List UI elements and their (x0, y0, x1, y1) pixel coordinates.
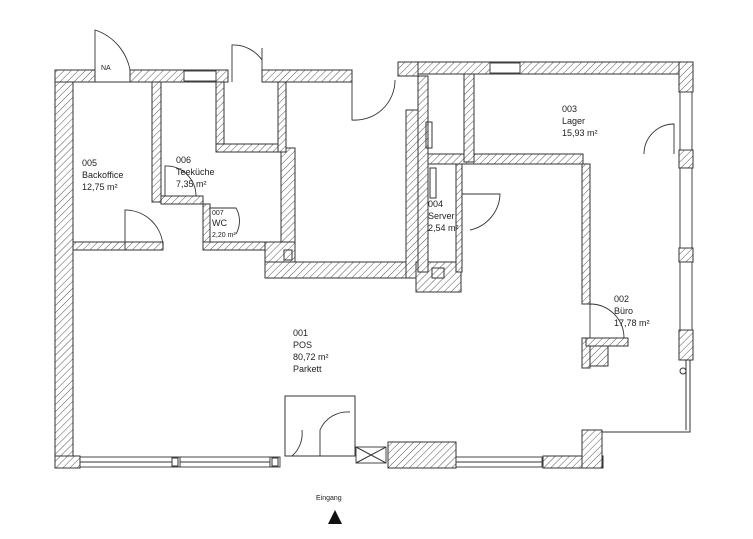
right-boundary-line (602, 360, 691, 433)
svg-text:001: 001 (293, 328, 308, 338)
room-label-007: 007 WC 2,20 m² (212, 210, 236, 239)
svg-text:Backoffice: Backoffice (82, 170, 123, 180)
entrance-arrow-icon (328, 510, 342, 524)
svg-text:Büro: Büro (614, 306, 633, 316)
room-label-002: 002 Büro 17,78 m² (614, 294, 650, 328)
svg-text:2,54 m²: 2,54 m² (428, 223, 459, 233)
fixtures (171, 121, 687, 467)
svg-text:006: 006 (176, 155, 191, 165)
svg-text:004: 004 (428, 199, 443, 209)
entrance-label: Eingang (316, 495, 342, 502)
svg-text:7,35 m²: 7,35 m² (176, 179, 207, 189)
svg-text:15,93 m²: 15,93 m² (562, 128, 598, 138)
svg-text:2,20 m²: 2,20 m² (212, 232, 236, 239)
svg-text:WC: WC (212, 218, 227, 228)
room-label-001: 001 POS 80,72 m² Parkett (293, 328, 329, 374)
svg-text:Parkett: Parkett (293, 364, 322, 374)
svg-text:003: 003 (562, 104, 577, 114)
svg-text:005: 005 (82, 158, 97, 168)
windows (79, 62, 693, 468)
na-label: NA (101, 65, 111, 72)
svg-text:POS: POS (293, 340, 312, 350)
svg-text:Server: Server (428, 211, 455, 221)
svg-text:12,75 m²: 12,75 m² (82, 182, 118, 192)
interior-walls (72, 73, 629, 369)
room-label-006: 006 Teeküche 7,35 m² (176, 155, 215, 189)
svg-text:80,72 m²: 80,72 m² (293, 352, 329, 362)
doors (94, 29, 675, 457)
room-label-003: 003 Lager 15,93 m² (562, 104, 598, 138)
outer-walls (54, 61, 694, 469)
svg-text:Teeküche: Teeküche (176, 167, 215, 177)
svg-text:007: 007 (212, 210, 224, 217)
svg-text:17,78 m²: 17,78 m² (614, 318, 650, 328)
room-label-005: 005 Backoffice 12,75 m² (82, 158, 123, 192)
room-label-004: 004 Server 2,54 m² (428, 199, 459, 233)
svg-text:Lager: Lager (562, 116, 585, 126)
svg-text:002: 002 (614, 294, 629, 304)
